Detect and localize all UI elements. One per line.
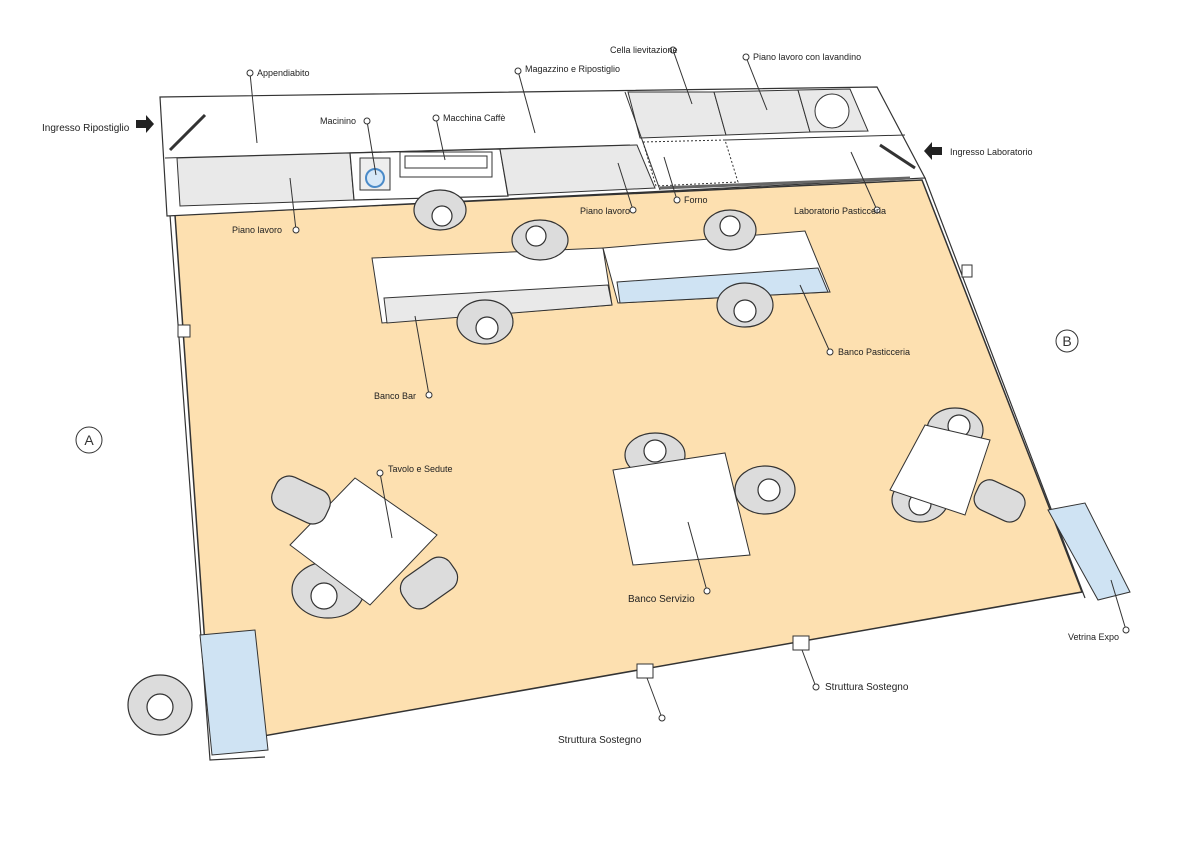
vetrina-left	[199, 629, 269, 756]
chair	[399, 556, 459, 610]
label-magazzino: Magazzino e Ripostiglio	[525, 64, 620, 74]
label-vetrina: Vetrina Expo	[1068, 632, 1119, 642]
struttura-sostegno	[792, 635, 810, 651]
svg-text:A: A	[84, 432, 94, 448]
label-macchina-caffe: Macchina Caffè	[443, 113, 505, 123]
sink-icon	[814, 93, 850, 129]
label-cella: Cella lievitazione	[610, 45, 678, 55]
arrow-laboratorio-icon	[924, 142, 942, 160]
label-forno: Forno	[684, 195, 708, 205]
chair	[271, 475, 331, 525]
label-banco-pasticceria: Banco Pasticceria	[838, 347, 910, 357]
door-ripostiglio	[168, 113, 207, 152]
marker-b: B	[1055, 329, 1079, 353]
arrow-ripostiglio-icon	[136, 115, 154, 133]
cella-lievitazione	[627, 91, 727, 139]
struttura-sostegno	[636, 663, 654, 679]
piano-lavoro-left	[176, 152, 355, 207]
label-macinino: Macinino	[320, 116, 356, 126]
chair	[973, 479, 1026, 523]
label-piano-lavoro-1: Piano lavoro	[232, 225, 282, 235]
label-tavolo: Tavolo e Sedute	[388, 464, 453, 474]
label-laboratorio: Laboratorio Pasticceria	[794, 206, 886, 216]
label-banco-bar: Banco Bar	[374, 391, 416, 401]
label-piano-lavoro-2: Piano lavoro	[580, 206, 630, 216]
marker-a: A	[75, 426, 103, 454]
table-right	[889, 424, 991, 516]
banco-servizio	[612, 452, 751, 566]
label-struttura-1: Struttura Sostegno	[558, 735, 642, 746]
label-struttura-2: Struttura Sostegno	[825, 682, 909, 693]
forno	[642, 139, 739, 187]
label-appendiabito: Appendiabito	[257, 68, 310, 78]
outer-wall	[169, 214, 266, 761]
vetrina-expo	[1047, 502, 1131, 601]
svg-text:B: B	[1062, 333, 1071, 349]
label-ingresso-laboratorio: Ingresso Laboratorio	[950, 147, 1033, 157]
door-laboratorio	[879, 143, 916, 170]
label-piano-lavandino: Piano lavoro con lavandino	[753, 52, 861, 62]
label-ingresso-ripostiglio: Ingresso Ripostiglio	[42, 123, 130, 134]
label-banco-servizio: Banco Servizio	[628, 594, 695, 605]
piano-lavoro-mid	[499, 144, 656, 196]
